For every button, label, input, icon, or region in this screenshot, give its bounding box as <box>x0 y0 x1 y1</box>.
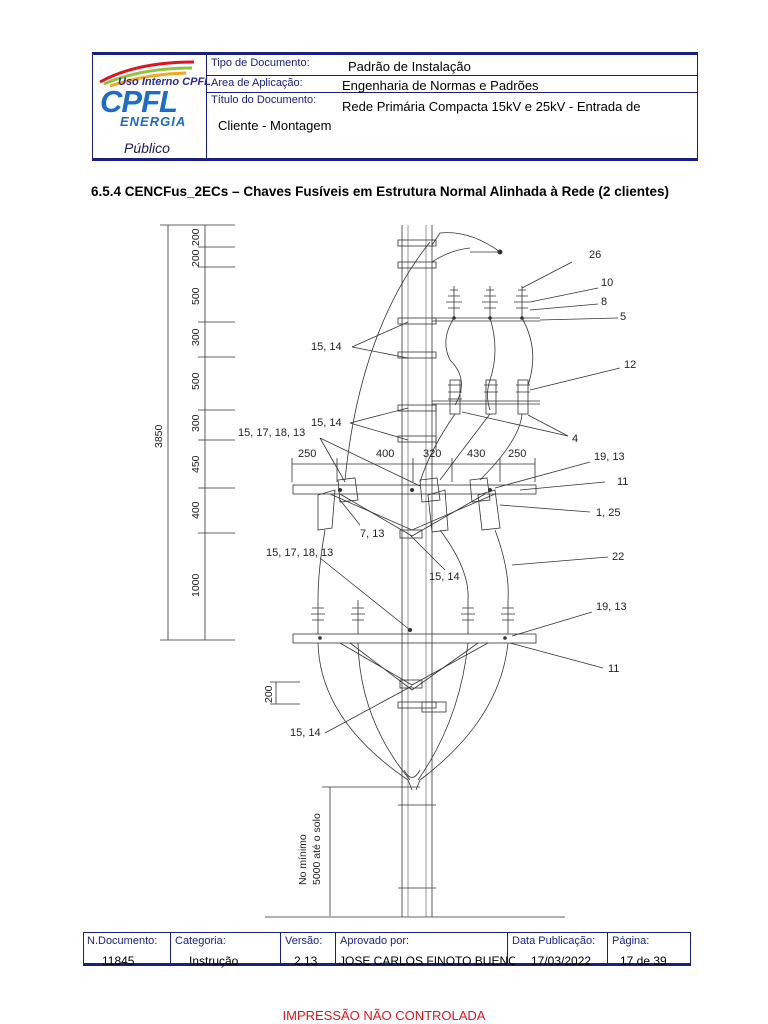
h-dim-text: 320 <box>423 448 441 460</box>
header-row-divider <box>206 75 698 76</box>
ground-label-2: 5000 até o solo <box>311 813 323 885</box>
publication-date-value: 17/03/2022 <box>531 954 592 968</box>
h-dim-text: 250 <box>298 448 316 460</box>
section-title: 6.5.4 CENCFus_2ECs – Chaves Fusíveis em … <box>91 184 669 199</box>
callout-8: 8 <box>601 296 607 308</box>
low-dim-text: 200 <box>263 685 275 703</box>
application-area-value: Engenharia de Normas e Padrões <box>342 78 539 93</box>
callout-10: 10 <box>601 277 613 289</box>
header-left-border <box>92 52 93 160</box>
callout-7-13: 7, 13 <box>360 528 384 540</box>
callout-15-17-18-13: 15, 17, 18, 13 <box>266 547 333 559</box>
doc-title-value-line1: Rede Primária Compacta 15kV e 25kV - Ent… <box>342 99 641 114</box>
publication-date-label: Data Publicação: <box>512 935 596 947</box>
doc-number-value: 11845 <box>102 954 135 968</box>
callout-15-14: 15, 14 <box>429 571 460 583</box>
footer-col-divider <box>507 932 508 964</box>
dim-text: 1000 <box>190 573 202 597</box>
category-value: Instrução <box>189 954 239 968</box>
classification-label: Público <box>124 140 170 156</box>
page-label: Página: <box>612 935 650 947</box>
callout-15-14: 15, 14 <box>311 341 342 353</box>
dim-text: 400 <box>190 501 202 519</box>
doc-type-value: Padrão de Instalação <box>348 59 471 74</box>
callout-11: 11 <box>608 663 619 675</box>
header-divider <box>206 52 207 160</box>
footer-col-divider <box>280 932 281 964</box>
callout-15-14: 15, 14 <box>290 727 321 739</box>
header-row-divider <box>206 92 698 93</box>
callout-19-13: 19, 13 <box>596 601 627 613</box>
category-label: Categoria: <box>175 935 226 947</box>
page-value: 17 de 39 <box>620 954 667 968</box>
callout-15-17-18-13: 15, 17, 18, 13 <box>238 427 305 439</box>
header-top-border <box>92 52 698 55</box>
h-dim-text: 430 <box>467 448 485 460</box>
application-area-label: Area de Aplicação: <box>211 77 303 89</box>
footer-bottom-border <box>83 963 691 966</box>
dim-text: 500 <box>190 287 202 305</box>
doc-title-label: Título do Documento: <box>211 94 317 106</box>
logo-usage-label: Uso Interno CPFL <box>118 76 211 88</box>
doc-title-value-line2: Cliente - Montagem <box>218 118 332 133</box>
cpfl-swoosh-icon <box>99 60 195 88</box>
footer-top-border <box>83 932 691 933</box>
dim-text: 500 <box>190 372 202 390</box>
approved-by-label: Aprovado por: <box>340 935 410 947</box>
dim-text: 300 <box>190 414 202 432</box>
logo-brand: CPFL <box>100 84 178 119</box>
version-value: 2.13 <box>294 954 318 968</box>
dim-text: 450 <box>190 455 202 473</box>
footer-col-divider <box>335 932 336 964</box>
callout-12: 12 <box>624 359 636 371</box>
footer-col-divider <box>83 932 84 964</box>
callout-19-13: 19, 13 <box>594 451 625 463</box>
doc-number-label: N.Documento: <box>87 935 158 947</box>
ground-label-1: No mínimo <box>297 834 309 885</box>
callout-1-25: 1, 25 <box>596 507 620 519</box>
callout-22: 22 <box>612 551 624 563</box>
callout-11: 11 <box>617 476 628 488</box>
h-dim-text: 250 <box>508 448 526 460</box>
logo-sub-brand: ENERGIA <box>120 114 187 129</box>
approved-by-value: JOSE CARLOS FINOTO BUENO <box>339 954 515 968</box>
dim-text: 200 <box>190 228 202 246</box>
dim-text: 300 <box>190 328 202 346</box>
header-bottom-border <box>92 158 698 161</box>
uncontrolled-print-notice: IMPRESSÃO NÃO CONTROLADA <box>282 1008 486 1023</box>
doc-type-label: Tipo de Documento: <box>211 57 310 69</box>
callout-5: 5 <box>620 311 626 323</box>
version-label: Versão: <box>285 935 323 947</box>
footer-col-divider <box>170 932 171 964</box>
h-dim-text: 400 <box>376 448 394 460</box>
callout-26: 26 <box>589 249 601 261</box>
callout-15-14: 15, 14 <box>311 417 342 429</box>
callout-4: 4 <box>572 433 578 445</box>
header-right-border <box>697 52 698 160</box>
dim-text: 200 <box>190 249 202 267</box>
total-height-text: 3850 <box>153 424 165 448</box>
footer-col-divider <box>607 932 608 964</box>
footer-col-divider <box>690 932 691 964</box>
